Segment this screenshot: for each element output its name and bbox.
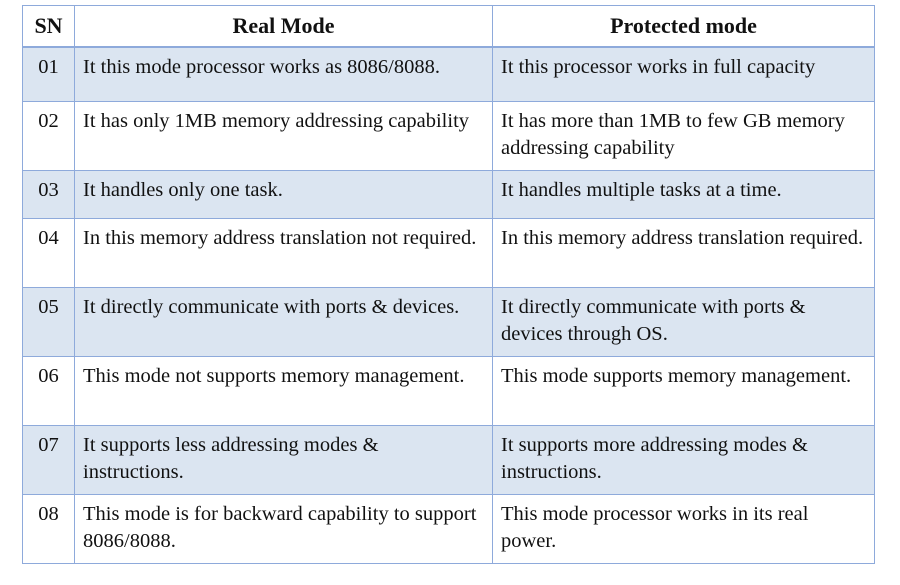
- cell-protected-mode: In this memory address translation requi…: [492, 218, 875, 288]
- table-row: 08 This mode is for backward capability …: [22, 494, 875, 564]
- cell-real-mode: It directly communicate with ports & dev…: [74, 287, 493, 357]
- table-row: 05 It directly communicate with ports & …: [22, 287, 875, 357]
- cell-sn: 05: [22, 287, 75, 357]
- cell-sn: 01: [22, 46, 75, 102]
- cell-real-mode: In this memory address translation not r…: [74, 218, 493, 288]
- cell-real-mode: It this mode processor works as 8086/808…: [74, 46, 493, 102]
- cell-sn: 02: [22, 101, 75, 171]
- table-body: 01 It this mode processor works as 8086/…: [22, 46, 875, 564]
- cell-protected-mode: This mode supports memory management.: [492, 356, 875, 426]
- cell-sn: 04: [22, 218, 75, 288]
- cell-protected-mode: It this processor works in full capacity: [492, 46, 875, 102]
- cell-real-mode: It handles only one task.: [74, 170, 493, 219]
- cell-protected-mode: It directly communicate with ports & dev…: [492, 287, 875, 357]
- cell-protected-mode: It has more than 1MB to few GB memory ad…: [492, 101, 875, 171]
- table-row: 03 It handles only one task. It handles …: [22, 170, 875, 219]
- header-sn: SN: [22, 5, 75, 48]
- cell-sn: 06: [22, 356, 75, 426]
- table-row: 02 It has only 1MB memory addressing cap…: [22, 101, 875, 171]
- cell-sn: 03: [22, 170, 75, 219]
- cell-real-mode: This mode is for backward capability to …: [74, 494, 493, 564]
- cell-real-mode: This mode not supports memory management…: [74, 356, 493, 426]
- cell-real-mode: It has only 1MB memory addressing capabi…: [74, 101, 493, 171]
- cell-protected-mode: This mode processor works in its real po…: [492, 494, 875, 564]
- comparison-table: SN Real Mode Protected mode 01 It this m…: [22, 5, 875, 564]
- table-row: 06 This mode not supports memory managem…: [22, 356, 875, 426]
- cell-protected-mode: It handles multiple tasks at a time.: [492, 170, 875, 219]
- header-protected-mode: Protected mode: [492, 5, 875, 48]
- header-real-mode: Real Mode: [74, 5, 493, 48]
- table-row: 01 It this mode processor works as 8086/…: [22, 46, 875, 102]
- table-row: 07 It supports less addressing modes & i…: [22, 425, 875, 495]
- table-row: 04 In this memory address translation no…: [22, 218, 875, 288]
- cell-protected-mode: It supports more addressing modes & inst…: [492, 425, 875, 495]
- cell-sn: 08: [22, 494, 75, 564]
- cell-sn: 07: [22, 425, 75, 495]
- cell-real-mode: It supports less addressing modes & inst…: [74, 425, 493, 495]
- table-header: SN Real Mode Protected mode: [22, 5, 875, 48]
- header-row: SN Real Mode Protected mode: [22, 5, 875, 48]
